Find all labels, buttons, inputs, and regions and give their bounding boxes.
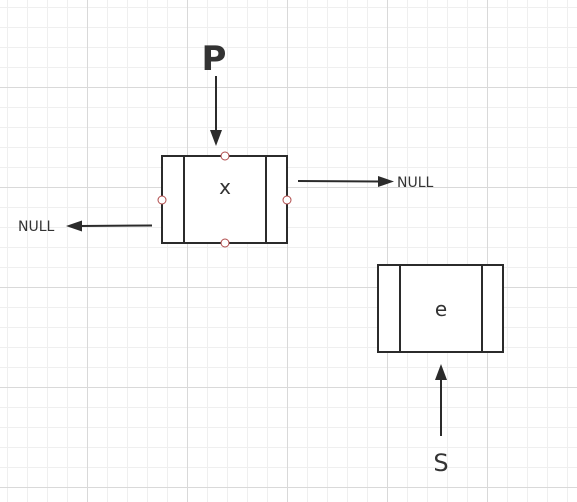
node-x[interactable]: x: [157, 151, 292, 248]
pointer-s-label: S: [433, 449, 448, 477]
arrow-head-right: [378, 176, 394, 187]
pointer-p-arrow: [210, 76, 222, 146]
arrow-head-left: [66, 220, 82, 232]
node-x-value: x: [219, 175, 231, 199]
connection-handle-left[interactable]: [157, 195, 167, 205]
node-e-value: e: [435, 297, 447, 321]
node-x-prev-arrow: [66, 220, 153, 232]
node-e[interactable]: e: [377, 264, 504, 353]
node-x-box: [161, 155, 288, 244]
node-x-prev-null-label: NULL: [18, 219, 55, 235]
pointer-p-label: P: [202, 39, 227, 79]
connection-handle-right[interactable]: [282, 195, 292, 205]
pointer-s-arrow: [435, 364, 447, 436]
node-x-next-arrow: [297, 176, 394, 187]
arrow-head-down: [210, 130, 222, 146]
connection-handle-top[interactable]: [220, 151, 230, 161]
connection-handle-bottom[interactable]: [220, 238, 230, 248]
arrow-head-up: [435, 364, 447, 380]
node-x-next-null-label: NULL: [397, 175, 434, 191]
